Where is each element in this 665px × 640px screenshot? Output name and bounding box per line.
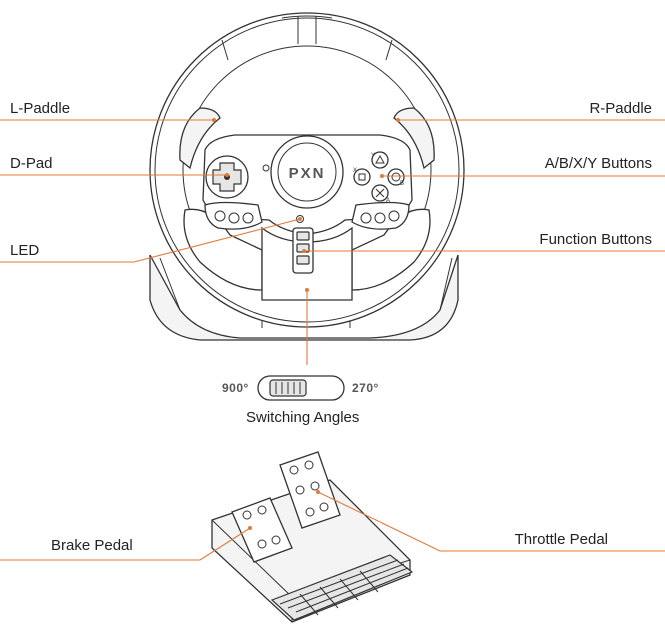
label-function-buttons: Function Buttons xyxy=(539,231,652,248)
svg-text:A: A xyxy=(386,198,390,204)
right-paddle xyxy=(393,107,435,170)
lower-left-buttons xyxy=(204,201,263,230)
pedal-unit xyxy=(211,451,414,623)
label-r-paddle: R-Paddle xyxy=(589,100,652,117)
left-small-button xyxy=(262,164,270,172)
label-led: LED xyxy=(10,242,40,259)
label-switching-angles: Switching Angles xyxy=(246,409,360,426)
pxn-logo: PXN xyxy=(289,165,326,182)
label-throttle-pedal: Throttle Pedal xyxy=(514,531,608,548)
label-angle-270: 270° xyxy=(352,381,379,395)
label-l-paddle: L-Paddle xyxy=(10,100,71,117)
left-paddle xyxy=(179,107,221,170)
label-angle-900: 900° xyxy=(222,381,249,395)
abxy-buttons-icon: Y X B A xyxy=(353,151,405,204)
svg-text:X: X xyxy=(353,168,357,174)
svg-text:Y: Y xyxy=(371,153,375,159)
angle-switch-icon xyxy=(257,375,345,401)
label-abxy: A/B/X/Y Buttons xyxy=(544,155,652,172)
svg-text:B: B xyxy=(400,181,404,187)
leader-lines xyxy=(0,118,665,561)
logo-disc xyxy=(270,135,344,209)
lower-right-buttons xyxy=(351,201,410,230)
label-d-pad: D-Pad xyxy=(10,155,53,172)
label-brake-pedal: Brake Pedal xyxy=(51,537,133,554)
